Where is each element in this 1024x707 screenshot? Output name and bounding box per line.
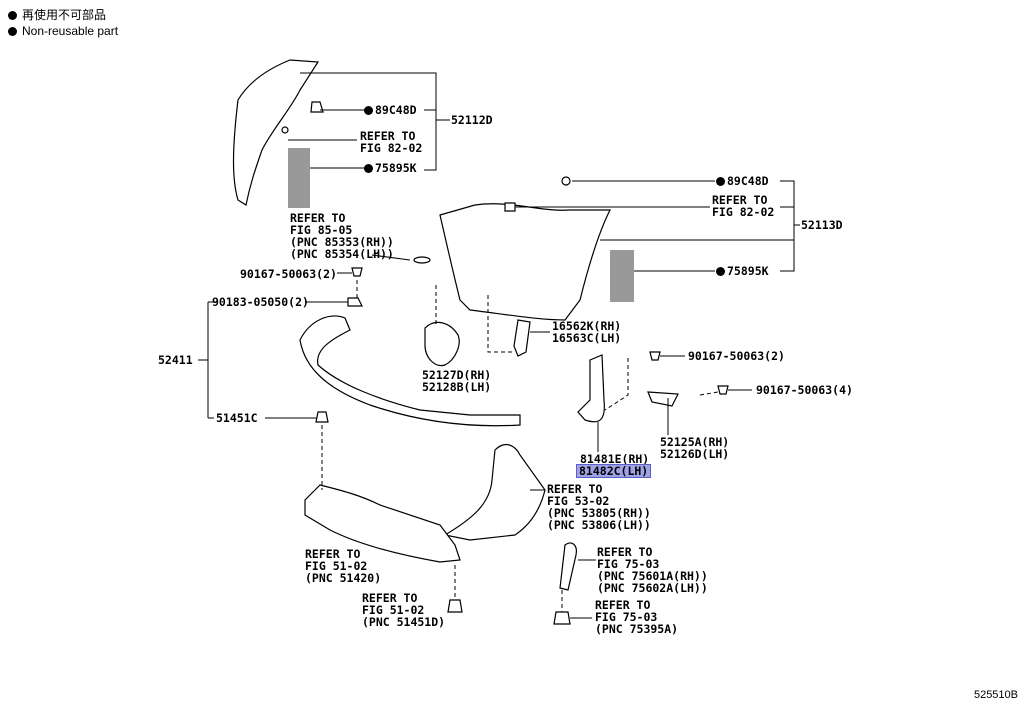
label-89c48d-a[interactable]: 89C48D xyxy=(364,104,417,116)
label-refer-51b[interactable]: REFER TO FIG 51-02 (PNC 51451D) xyxy=(362,591,446,629)
legend-english: Non-reusable part xyxy=(8,24,118,38)
label-refer-75a[interactable]: REFER TO FIG 75-03 (PNC 75601A(RH)) (PNC… xyxy=(597,545,708,595)
part-53805-liner[interactable] xyxy=(443,443,546,541)
legend-japanese-text: 再使用不可部品 xyxy=(22,8,107,22)
label-52113d[interactable]: 52113D xyxy=(801,218,843,232)
non-reusable-dot-icon xyxy=(8,27,17,36)
part-89c48d-b-clip[interactable] xyxy=(561,176,571,186)
label-52112d[interactable]: 52112D xyxy=(451,113,493,127)
label-90167-b[interactable]: 90167-50063(2) xyxy=(688,349,785,363)
part-75895k-a-pad[interactable] xyxy=(288,148,310,208)
part-90183-clip[interactable] xyxy=(347,297,363,307)
label-81482c-highlighted[interactable]: 81482C(LH) xyxy=(575,464,652,478)
part-51451c-clip[interactable] xyxy=(315,411,329,423)
part-16562k-bracket[interactable] xyxy=(513,319,531,357)
label-52411[interactable]: 52411 xyxy=(158,353,193,367)
part-52112d-bracket[interactable] xyxy=(232,59,320,206)
part-75395a-clip[interactable] xyxy=(553,611,571,625)
label-90183[interactable]: 90183-05050(2) xyxy=(212,295,309,309)
label-51451c[interactable]: 51451C xyxy=(216,411,258,425)
label-refer-85[interactable]: REFER TO FIG 85-05 (PNC 85353(RH)) (PNC … xyxy=(290,211,394,261)
label-refer-51a[interactable]: REFER TO FIG 51-02 (PNC 51420) xyxy=(305,547,382,585)
label-refer-75b[interactable]: REFER TO FIG 75-03 (PNC 75395A) xyxy=(595,598,679,636)
part-51420-undercover[interactable] xyxy=(304,484,461,563)
label-refer-53[interactable]: REFER TO FIG 53-02 (PNC 53805(RH)) (PNC … xyxy=(547,482,651,532)
label-90167-c[interactable]: 90167-50063(4) xyxy=(756,383,853,397)
part-81481e-reflector[interactable] xyxy=(577,354,605,423)
label-refer-82-b[interactable]: REFER TO FIG 82-02 xyxy=(712,193,775,219)
part-52113d-bracket[interactable] xyxy=(439,203,611,321)
part-52411-reinforcement[interactable] xyxy=(299,315,521,427)
part-90167-a-bolt[interactable] xyxy=(351,267,363,277)
figure-id: 525510B xyxy=(973,689,1018,701)
label-90167-a[interactable]: 90167-50063(2) xyxy=(240,267,337,281)
label-75895k-b[interactable]: 75895K xyxy=(716,265,769,277)
part-90167-c-bolt[interactable] xyxy=(717,385,729,395)
label-16562k[interactable]: 16562K(RH) 16563C(LH) xyxy=(552,319,622,345)
part-refer-82-b-hole xyxy=(504,202,516,212)
part-52127d-cover[interactable] xyxy=(424,321,460,367)
legend-english-text: Non-reusable part xyxy=(22,24,119,38)
label-81481e[interactable]: 81481E(RH) xyxy=(580,452,650,466)
part-51451d-clip[interactable] xyxy=(447,599,463,613)
label-89c48d-b[interactable]: 89C48D xyxy=(716,175,769,187)
part-refer-82-a-hole xyxy=(281,126,289,134)
label-refer-82-a[interactable]: REFER TO FIG 82-02 xyxy=(360,129,423,155)
part-52125a-bracket[interactable] xyxy=(647,391,679,407)
label-75895k-a[interactable]: 75895K xyxy=(364,162,417,174)
part-90167-b-bolt[interactable] xyxy=(649,351,661,361)
part-75895k-b-pad[interactable] xyxy=(610,250,634,302)
part-75601a-moulding[interactable] xyxy=(559,542,577,591)
label-52125a[interactable]: 52125A(RH) 52126D(LH) xyxy=(660,435,730,461)
non-reusable-dot-icon xyxy=(8,11,17,20)
legend-japanese: 再使用不可部品 xyxy=(8,8,106,22)
label-52127d[interactable]: 52127D(RH) 52128B(LH) xyxy=(422,368,492,394)
